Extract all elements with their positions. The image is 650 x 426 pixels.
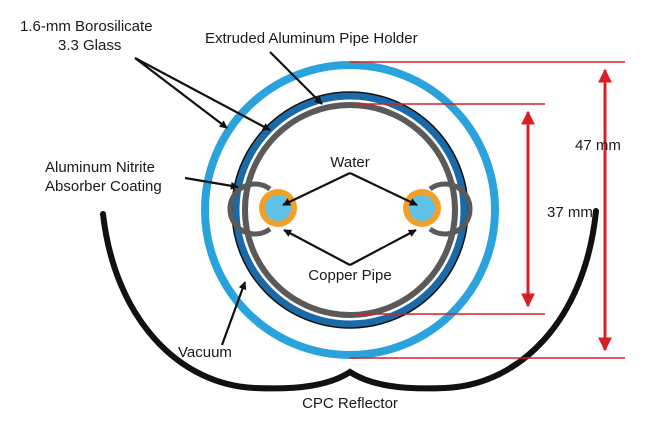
dimension-lines <box>350 61 625 359</box>
right-water <box>409 195 435 221</box>
holder-leader-arrow <box>269 51 323 105</box>
water-label: Water <box>330 154 369 171</box>
copper-pipe-label: Copper Pipe <box>308 267 391 284</box>
right-pipe-clip <box>428 181 473 237</box>
left-water <box>265 195 291 221</box>
glass-leader-arrow-1 <box>134 57 228 129</box>
cpc-reflector <box>100 208 599 392</box>
coating-label-line2: Absorber Coating <box>45 178 162 195</box>
glass-leader-arrow-2 <box>134 57 271 131</box>
coating-leader-arrow <box>184 176 239 190</box>
pipe-holder-label: Extruded Aluminum Pipe Holder <box>205 30 418 47</box>
cpc-reflector-label: CPC Reflector <box>302 395 398 412</box>
inner-diameter-label: 37 mm <box>547 204 593 221</box>
outer-diameter-label: 47 mm <box>575 137 621 154</box>
water-leader-arrow-right <box>349 172 418 206</box>
absorber-glass-tube <box>232 92 468 328</box>
copper-leader-arrow-left <box>283 229 351 266</box>
vacuum-leader-arrow <box>220 281 247 346</box>
coating-label-line1: Aluminum Nitrite <box>45 159 155 176</box>
left-pipe-clip <box>227 181 272 237</box>
glass-label-line1: 1.6-mm Borosilicate <box>20 18 153 35</box>
water-leader-arrow-left <box>282 172 351 206</box>
vacuum-label: Vacuum <box>178 344 232 361</box>
glass-label-line2: 3.3 Glass <box>58 37 121 54</box>
copper-leader-arrow-right <box>349 229 417 266</box>
aluminum-pipe-holder <box>242 102 458 318</box>
